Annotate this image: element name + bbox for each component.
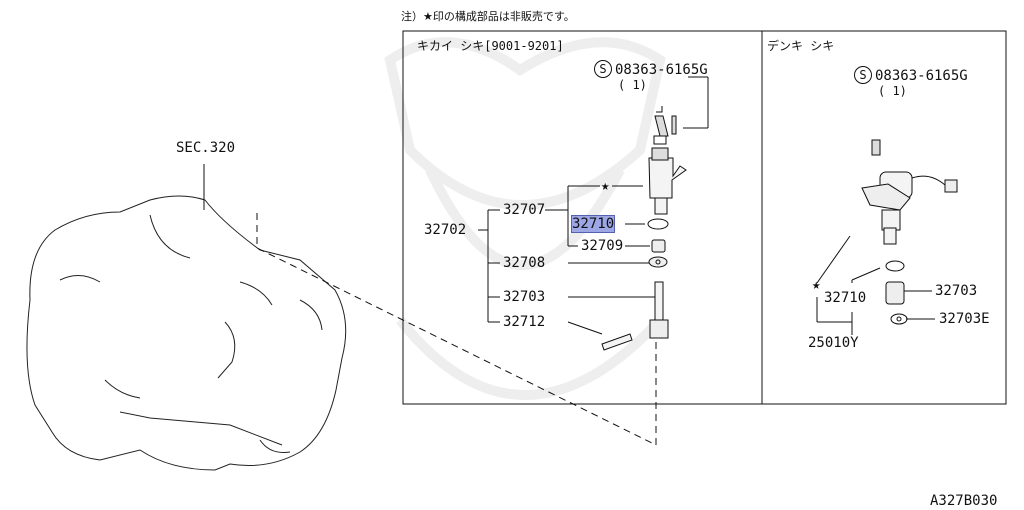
part-32707[interactable]: 32707: [503, 202, 546, 218]
part-32710-highlighted[interactable]: 32710: [570, 215, 616, 233]
section-reference[interactable]: SEC.320: [176, 140, 236, 156]
right-parts: [861, 139, 958, 325]
s-mark-icon: S: [594, 60, 612, 78]
part-32703-electric[interactable]: 32703: [935, 283, 978, 299]
transmission-drawing: [26, 195, 347, 471]
right-screw-qty: ( 1): [878, 84, 907, 98]
left-screw-qty: ( 1): [618, 78, 647, 92]
part-32703[interactable]: 32703: [503, 289, 546, 305]
part-32708[interactable]: 32708: [503, 255, 546, 271]
part-32710-electric[interactable]: 32710: [824, 290, 867, 306]
figure-code: A327B030: [930, 493, 998, 509]
part-32702[interactable]: 32702: [424, 222, 467, 238]
part-25010Y[interactable]: 25010Y: [808, 335, 859, 351]
non-sale-note: 注）★印の構成部品は非販売です。: [401, 10, 575, 23]
part-32703E[interactable]: 32703E: [939, 311, 990, 327]
right-screw-part[interactable]: 08363-6165G: [875, 68, 968, 84]
star-icon: ★: [812, 277, 821, 293]
right-tree-lines: [816, 235, 935, 335]
left-tree-lines: [478, 76, 709, 335]
left-screw-part[interactable]: 08363-6165G: [615, 62, 708, 78]
s-mark-icon: S: [854, 66, 872, 84]
left-panel-title: キカイ シキ[9001-9201]: [417, 39, 564, 53]
left-parts: [601, 106, 687, 351]
star-icon: ★: [601, 178, 610, 194]
panel-frame: [402, 30, 1007, 405]
watermark-crest: [384, 37, 666, 400]
part-32712[interactable]: 32712: [503, 314, 546, 330]
part-32709[interactable]: 32709: [581, 238, 624, 254]
projection-dash: [256, 213, 657, 446]
right-panel-title: デンキ シキ: [767, 39, 835, 53]
